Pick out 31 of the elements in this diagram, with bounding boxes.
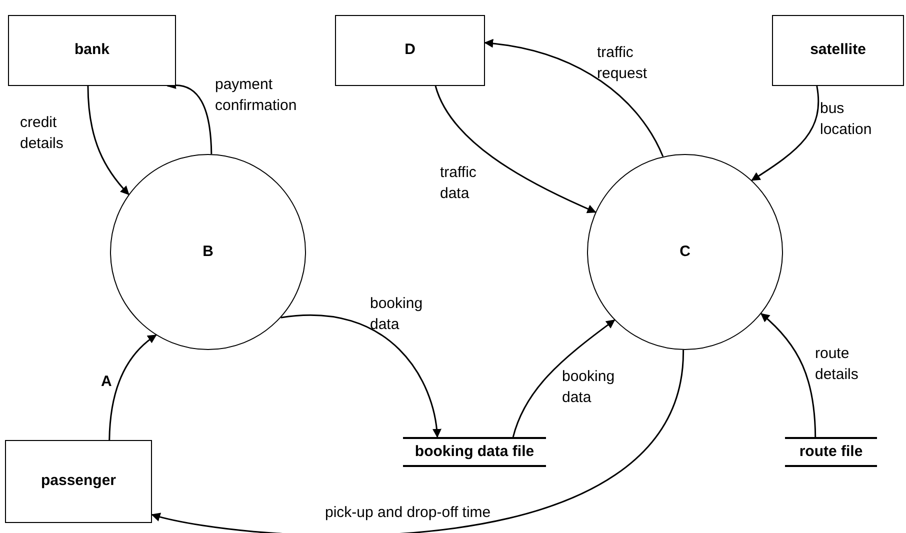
entity-box xyxy=(772,15,904,86)
node-label: C xyxy=(680,242,690,262)
arrow xyxy=(151,350,684,533)
edge-label: bus location xyxy=(820,99,873,140)
arrow xyxy=(434,86,596,213)
edge-label: credit details xyxy=(20,113,64,154)
edge-label: A xyxy=(101,372,113,392)
edge-label: traffic request xyxy=(597,43,648,84)
node-label: route file xyxy=(799,442,863,462)
edge-label: traffic data xyxy=(440,163,478,204)
node-label: B xyxy=(202,242,214,262)
entity-box xyxy=(5,440,152,523)
arrow xyxy=(87,86,130,196)
arrow xyxy=(760,313,816,438)
arrow xyxy=(484,39,664,157)
arrow xyxy=(512,319,616,438)
edge-label: booking data xyxy=(562,367,616,408)
node-label: D xyxy=(404,40,416,60)
edge-label: route details xyxy=(815,344,860,385)
node-label: passenger xyxy=(40,471,116,492)
arrow xyxy=(108,334,157,440)
node-label: booking data file xyxy=(414,442,534,462)
entity-box xyxy=(8,15,176,86)
edge-label: booking data xyxy=(370,294,424,335)
edge-label: pick-up and drop-off time xyxy=(325,503,492,523)
arrow xyxy=(280,314,441,438)
arrow xyxy=(751,86,819,181)
node-label: bank xyxy=(74,40,110,60)
edge-label: payment confirmation xyxy=(215,75,298,116)
entity-box xyxy=(335,15,485,86)
node-label: satellite xyxy=(810,40,866,60)
